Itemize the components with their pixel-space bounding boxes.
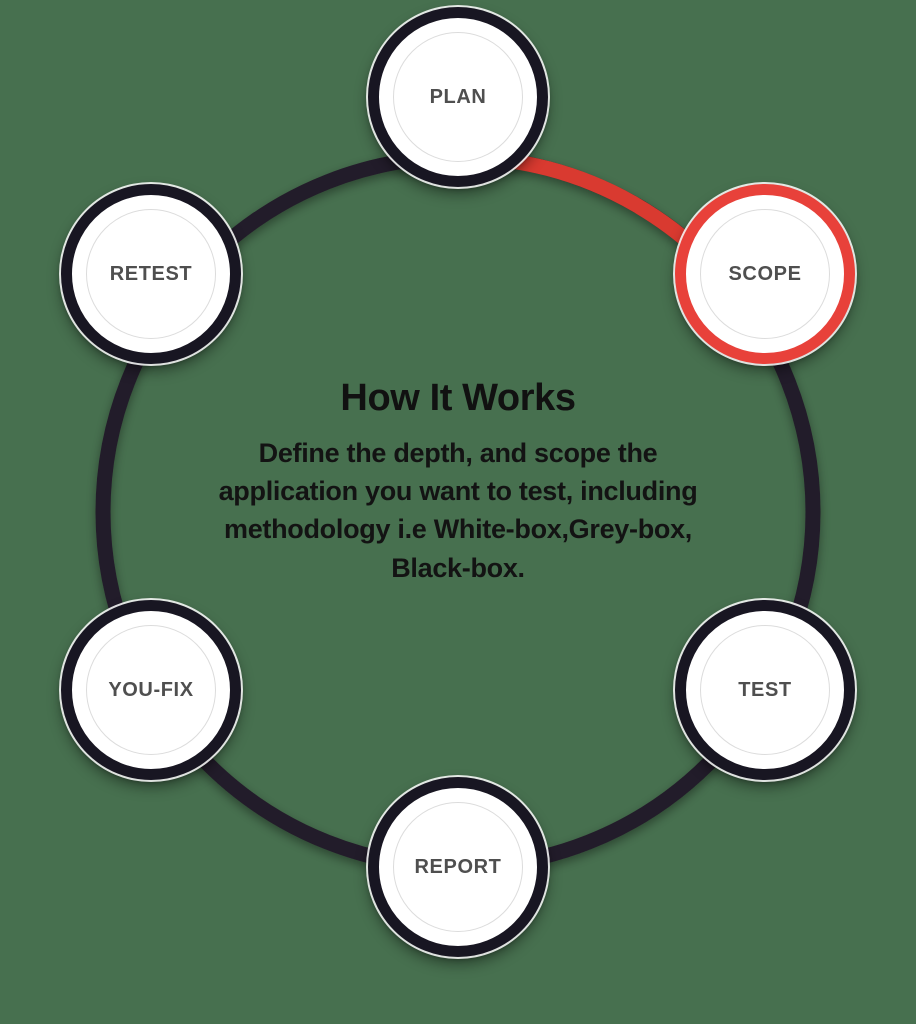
cycle-step-scope[interactable]: SCOPE <box>675 184 855 364</box>
cycle-step-retest[interactable]: RETEST <box>61 184 241 364</box>
cycle-step-label: PLAN <box>429 85 487 108</box>
cycle-step-label: YOU-FIX <box>108 678 194 701</box>
cycle-step-label: SCOPE <box>728 262 802 285</box>
cycle-step-label: REPORT <box>414 855 502 878</box>
cycle-step-test[interactable]: TEST <box>675 600 855 780</box>
cycle-step-label: RETEST <box>109 262 193 285</box>
cycle-step-plan[interactable]: PLAN <box>368 7 548 187</box>
cycle-step-label: TEST <box>738 678 792 701</box>
cycle-step-you-fix[interactable]: YOU-FIX <box>61 600 241 780</box>
cycle-step-report[interactable]: REPORT <box>368 777 548 957</box>
